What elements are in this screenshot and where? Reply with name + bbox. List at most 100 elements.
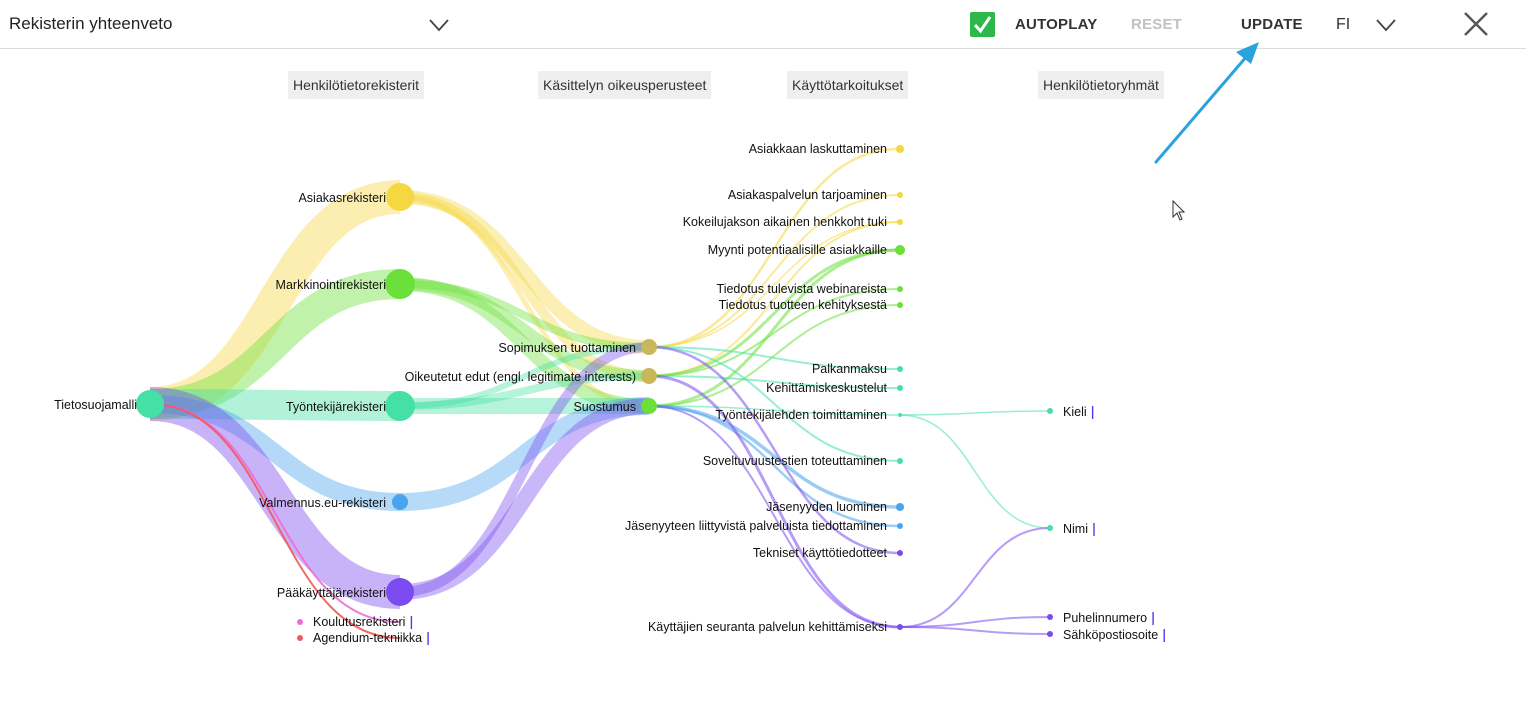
link-sopimuksen-tuottaminen-asiakkaan-laskuttaminen xyxy=(648,147,901,349)
annotation-arrow xyxy=(1154,54,1249,164)
chevron-down-icon[interactable] xyxy=(427,13,451,37)
reset-button[interactable]: RESET xyxy=(1131,16,1183,33)
label-kayttajien-seuranta-palvelun-kehittamiseksi: Käyttäjien seuranta palvelun kehittämise… xyxy=(648,620,887,634)
node-myynti-potentiaalisille-asiakkaille[interactable] xyxy=(895,245,905,255)
language-select-value[interactable]: FI xyxy=(1336,16,1351,33)
node-tekniset-kayttotiedotteet[interactable] xyxy=(897,550,903,556)
link-source-valmennus-eu-rekisteri xyxy=(149,395,401,511)
annotation-arrow-head xyxy=(1236,42,1259,64)
view-select-value[interactable]: Rekisterin yhteenveto xyxy=(9,14,173,33)
autoplay-checkbox[interactable] xyxy=(970,12,995,37)
label-source: Tietosuojamalli xyxy=(54,398,137,412)
link-markkinointirekisteri-sopimuksen-tuottaminen xyxy=(399,280,650,351)
node-jasenyyden-luominen[interactable] xyxy=(896,503,904,511)
top-toolbar: Rekisterin yhteenveto AUTOPLAY RESET UPD… xyxy=(0,0,1526,49)
label-markkinointirekisteri: Markkinointirekisteri xyxy=(276,278,386,292)
autoplay-button[interactable]: AUTOPLAY xyxy=(1015,16,1098,33)
label-tyontekijarekisteri: Työntekijärekisteri xyxy=(286,400,386,414)
link-sopimuksen-tuottaminen-palkanmaksu xyxy=(648,346,901,370)
label-palkanmaksu: Palkanmaksu xyxy=(812,362,887,376)
node-valmennus-eu-rekisteri[interactable] xyxy=(392,494,408,510)
label-agendium-tekniikka: Agendium-tekniikka xyxy=(313,631,422,645)
node-koulutusrekisteri[interactable] xyxy=(297,619,303,625)
link-suostumus-myynti-potentiaalisille-asiakkaille xyxy=(648,248,901,408)
link-source-asiakasrekisteri xyxy=(149,180,401,421)
link-source-agendium-tekniikka xyxy=(149,403,401,639)
node-tiedotus-tulevista-webinareista[interactable] xyxy=(897,286,903,292)
link-source-paakayttajarekisteri xyxy=(149,387,401,609)
link-source-markkinointirekisteri xyxy=(149,269,401,419)
node-oikeutetut-edut-engl-legitimate-interests[interactable] xyxy=(641,368,657,384)
node-tyontekijarekisteri[interactable] xyxy=(385,391,415,421)
node-kehittamiskeskustelut[interactable] xyxy=(897,385,903,391)
link-sopimuksen-tuottaminen-tekniset-kayttotiedotteet xyxy=(648,345,901,555)
node-soveltuvuustestien-toteuttaminen[interactable] xyxy=(897,458,903,464)
node-sopimuksen-tuottaminen[interactable] xyxy=(641,339,657,355)
link-suostumus-tyontekijalehden-toimittaminen xyxy=(648,405,901,416)
label-paakayttajarekisteri: Pääkäyttäjärekisteri xyxy=(277,586,386,600)
node-kayttajien-seuranta-palvelun-kehittamiseksi[interactable] xyxy=(897,624,903,630)
link-oikeutetut-edut-engl-legitimate-interests-kehittamiskeskustelut xyxy=(648,375,901,389)
node-tyontekijalehden-toimittaminen[interactable] xyxy=(898,413,902,417)
label-suostumus: Suostumus xyxy=(573,400,636,414)
link-suostumus-jasenyyteen-liittyvista-palveluista-tiedottaminen xyxy=(648,404,901,528)
node-agendium-tekniikka[interactable] xyxy=(297,635,303,641)
label-tiedotus-tulevista-webinareista: Tiedotus tulevista webinareista xyxy=(717,282,888,296)
label-myynti-potentiaalisille-asiakkaille: Myynti potentiaalisille asiakkaille xyxy=(708,243,887,257)
label-kehittamiskeskustelut: Kehittämiskeskustelut xyxy=(766,381,887,395)
node-suostumus[interactable] xyxy=(641,398,657,414)
link-source-tyontekijarekisteri xyxy=(149,389,401,421)
link-suostumus-kayttajien-seuranta-palvelun-kehittamiseksi xyxy=(648,405,901,628)
mouse-cursor-icon xyxy=(1172,199,1186,221)
label-puhelinnumero: Puhelinnumero xyxy=(1063,611,1147,625)
close-icon[interactable] xyxy=(1462,10,1490,38)
label-jasenyyden-luominen: Jäsenyyden luominen xyxy=(766,500,887,514)
link-suostumus-tiedotus-tuotteen-kehityksesta xyxy=(648,304,901,407)
label-tiedotus-tuotteen-kehityksesta: Tiedotus tuotteen kehityksestä xyxy=(719,298,887,312)
column-header-purposes: Käyttötarkoitukset xyxy=(787,71,909,99)
node-asiakasrekisteri[interactable] xyxy=(386,183,414,211)
link-tyontekijarekisteri-sopimuksen-tuottaminen xyxy=(399,344,650,409)
link-sopimuksen-tuottaminen-asiakaspalvelun-tarjoaminen xyxy=(648,194,901,348)
node-tiedotus-tuotteen-kehityksesta[interactable] xyxy=(897,302,903,308)
label-asiakkaan-laskuttaminen: Asiakkaan laskuttaminen xyxy=(749,142,887,156)
link-paakayttajarekisteri-sopimuksen-tuottaminen xyxy=(399,342,650,597)
node-puhelinnumero[interactable] xyxy=(1047,614,1053,620)
label-soveltuvuustestien-toteuttaminen: Soveltuvuustestien toteuttaminen xyxy=(703,454,887,468)
node-paakayttajarekisteri[interactable] xyxy=(386,578,414,606)
node-source[interactable] xyxy=(136,390,164,418)
link-sopimuksen-tuottaminen-soveltuvuustestien-toteuttaminen xyxy=(648,346,901,462)
link-kayttajien-seuranta-palvelun-kehittamiseksi-puhelinnumero xyxy=(899,616,1051,628)
update-button[interactable]: UPDATE xyxy=(1241,16,1303,33)
node-palkanmaksu[interactable] xyxy=(897,366,903,372)
node-markkinointirekisteri[interactable] xyxy=(385,269,415,299)
node-asiakkaan-laskuttaminen[interactable] xyxy=(896,145,904,153)
label-sahkopostiosoite: Sähköpostiosoite xyxy=(1063,628,1158,642)
link-asiakasrekisteri-oikeutetut-edut-engl-legitimate-interests xyxy=(399,192,650,381)
node-nimi[interactable] xyxy=(1047,525,1053,531)
link-oikeutetut-edut-engl-legitimate-interests-kayttajien-seuranta-palvelun-kehittamiseksi xyxy=(648,374,901,629)
link-asiakasrekisteri-suostumus xyxy=(399,194,650,409)
link-asiakasrekisteri-sopimuksen-tuottaminen xyxy=(399,190,650,354)
column-header-legal-bases: Käsittelyn oikeusperusteet xyxy=(538,71,712,99)
node-sahkopostiosoite[interactable] xyxy=(1047,631,1053,637)
node-asiakaspalvelun-tarjoaminen[interactable] xyxy=(897,192,903,198)
node-kieli[interactable] xyxy=(1047,408,1053,414)
link-paakayttajarekisteri-suostumus xyxy=(399,398,650,600)
node-kokeilujakson-aikainen-henkkoht-tuki[interactable] xyxy=(897,219,903,225)
language-chevron-down-icon[interactable] xyxy=(1374,13,1398,37)
link-sopimuksen-tuottaminen-kokeilujakson-aikainen-henkkoht-tuki xyxy=(648,221,901,348)
label-asiakasrekisteri: Asiakasrekisteri xyxy=(298,191,386,205)
link-tyontekijalehden-toimittaminen-kieli xyxy=(899,410,1051,416)
label-tyontekijalehden-toimittaminen: Työntekijälehden toimittaminen xyxy=(715,408,887,422)
label-valmennus-eu-rekisteri: Valmennus.eu-rekisteri xyxy=(259,496,386,510)
link-oikeutetut-edut-engl-legitimate-interests-tiedotus-tulevista-webinareista xyxy=(648,288,901,377)
label-jasenyyteen-liittyvista-palveluista-tiedottaminen: Jäsenyyteen liittyvistä palveluista tied… xyxy=(625,519,887,533)
label-oikeutetut-edut-engl-legitimate-interests: Oikeutetut edut (engl. legitimate intere… xyxy=(405,370,636,384)
node-jasenyyteen-liittyvista-palveluista-tiedottaminen[interactable] xyxy=(897,523,903,529)
link-tyontekijalehden-toimittaminen-nimi xyxy=(899,414,1051,529)
link-valmennus-eu-rekisteri-suostumus xyxy=(399,397,650,511)
label-kokeilujakson-aikainen-henkkoht-tuki: Kokeilujakson aikainen henkkoht tuki xyxy=(683,215,887,229)
label-nimi: Nimi xyxy=(1063,522,1088,536)
